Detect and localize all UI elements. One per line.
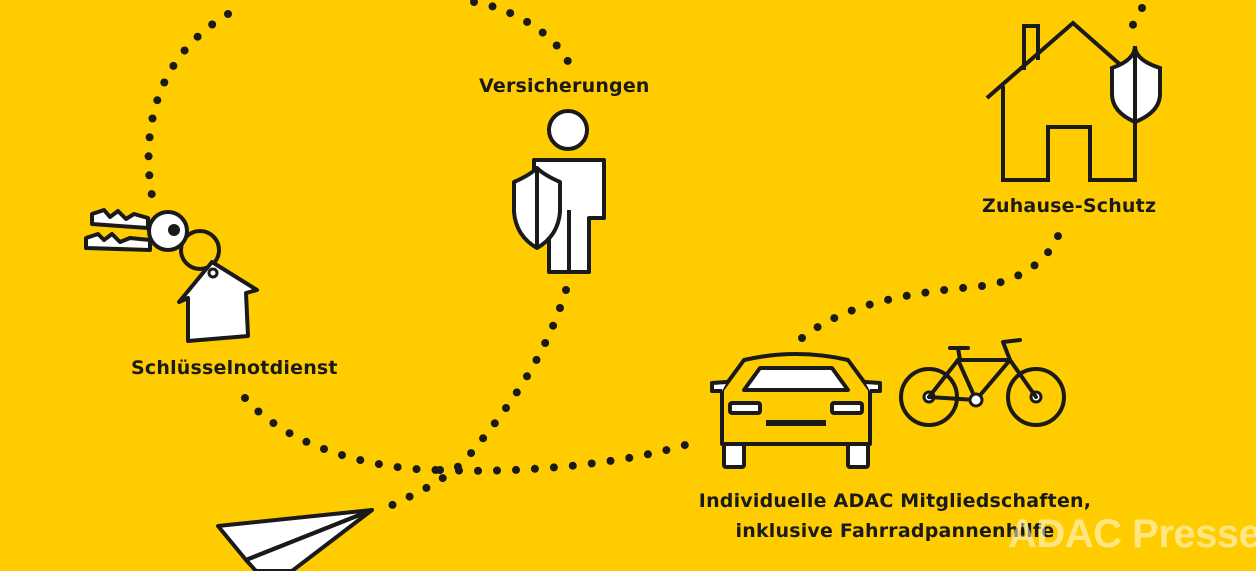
path-dot	[405, 492, 414, 501]
path-dot	[470, 0, 478, 6]
person-shield-icon	[512, 109, 606, 274]
path-dot	[512, 388, 521, 397]
path-dot	[978, 282, 986, 290]
path-dot	[798, 334, 806, 342]
path-dot	[830, 314, 839, 323]
path-dot	[847, 306, 856, 315]
path-dot	[493, 466, 501, 475]
path-dot	[865, 300, 874, 309]
path-dot	[512, 465, 520, 474]
path-dot	[549, 321, 558, 330]
path-dot	[549, 463, 558, 472]
path-dot	[996, 278, 1005, 287]
label-mitgliedschaften-line1: Individuelle ADAC Mitgliedschaften,	[698, 490, 1092, 512]
path-dot	[436, 466, 444, 474]
path-dot	[538, 28, 547, 37]
path-dot	[479, 434, 488, 443]
path-dot	[643, 450, 652, 459]
paper-plane-icon	[216, 508, 374, 571]
path-dot	[1030, 261, 1039, 270]
path-dot	[541, 339, 550, 347]
label-mitgliedschaften-line2: inklusive Fahrradpannenhilfe	[735, 520, 1055, 542]
path-dot	[606, 456, 615, 465]
label-zuhause-schutz: Zuhause-Schutz	[982, 195, 1157, 217]
path-dot	[502, 404, 510, 412]
path-dot	[254, 407, 263, 416]
path-dot	[921, 288, 930, 297]
path-dot	[374, 460, 383, 469]
path-dot	[556, 304, 564, 312]
path-dot	[169, 61, 178, 70]
path-dot	[193, 32, 202, 41]
path-dot	[523, 17, 532, 26]
path-dot	[474, 466, 482, 475]
house-shield-icon	[985, 20, 1162, 182]
bicycle-icon	[899, 338, 1066, 427]
path-dot	[813, 323, 822, 332]
path-dot	[453, 462, 462, 471]
label-schluesselnotdienst: Schlüsselnotdienst	[131, 357, 338, 379]
path-dot	[180, 46, 189, 55]
path-dot	[1129, 20, 1137, 29]
path-dot	[145, 171, 154, 180]
path-dot	[490, 419, 499, 428]
path-dot	[625, 453, 634, 462]
path-dot	[338, 451, 346, 460]
path-dot	[562, 286, 570, 294]
path-dot	[1044, 248, 1053, 257]
path-dot	[552, 41, 561, 50]
path-dot	[1138, 4, 1146, 12]
path-dot	[467, 449, 476, 458]
path-dot	[563, 56, 572, 65]
keys-icon	[84, 208, 259, 343]
path-dot	[1014, 271, 1023, 280]
path-dot	[148, 114, 157, 123]
path-dot	[224, 10, 232, 18]
path-dot	[145, 133, 154, 142]
path-dot	[940, 286, 949, 294]
path-dot	[530, 464, 539, 473]
path-dot	[356, 456, 365, 465]
path-dot	[568, 461, 577, 470]
label-versicherungen: Versicherungen	[479, 75, 650, 97]
path-dot	[438, 474, 447, 483]
path-dot	[422, 483, 431, 492]
path-dot	[393, 463, 402, 472]
path-dot	[506, 9, 515, 18]
watermark: ADAC Presse	[1008, 512, 1256, 556]
path-dot	[1054, 232, 1062, 241]
path-dot	[285, 429, 294, 438]
dotted-path	[144, 0, 1146, 509]
path-dot	[884, 295, 893, 304]
path-dot	[160, 78, 169, 87]
path-dot	[488, 2, 497, 11]
path-dot	[208, 20, 217, 29]
path-dot	[523, 372, 531, 381]
path-dot	[388, 500, 397, 509]
path-dot	[144, 152, 153, 161]
path-dot	[532, 355, 541, 364]
path-dot	[662, 446, 671, 455]
path-dot	[680, 441, 689, 450]
car-icon	[710, 352, 882, 469]
path-dot	[147, 190, 156, 199]
path-dot	[412, 465, 421, 474]
path-dot	[959, 283, 968, 292]
path-dot	[153, 96, 162, 105]
path-dot	[587, 459, 596, 468]
path-dot	[269, 419, 278, 428]
path-dot	[902, 291, 911, 300]
path-dot	[302, 437, 311, 446]
path-dot	[241, 394, 249, 402]
label-mitgliedschaften: Individuelle ADAC Mitgliedschaften, inkl…	[600, 486, 1190, 546]
path-dot	[320, 445, 328, 453]
